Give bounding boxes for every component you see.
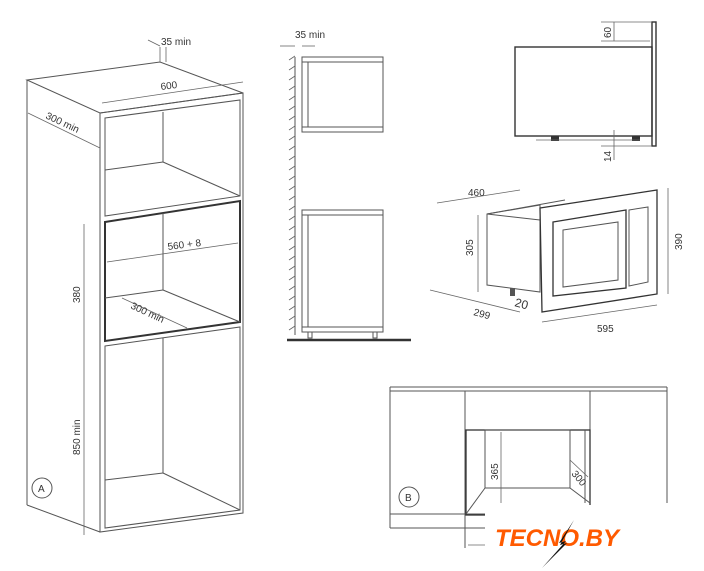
dim-total-height-label: 390 [674, 233, 685, 250]
dim-opening-depth-label: 300 min [129, 301, 166, 326]
dim-opening-height-label: 380 [72, 286, 83, 303]
dim-depth-label: 300 min [44, 111, 81, 136]
dim-opening-height-b-label: 365 [490, 463, 501, 480]
dim-wall-gap-label: 35 min [295, 30, 325, 41]
tecno-by-logo: TECNO.BY [495, 525, 621, 552]
dim-top-gap-label: 35 min [161, 37, 191, 48]
marker-a: A [38, 484, 45, 495]
dim-total-width-label: 595 [597, 324, 614, 335]
dim-body-height-label: 305 [465, 239, 476, 256]
dim-body-depth-label: 299 [472, 307, 491, 322]
appliance-perspective [429, 188, 669, 323]
marker-b: B [405, 493, 412, 504]
dim-bottom-offset-label: 14 [603, 150, 614, 162]
appliance-side-view [514, 21, 657, 160]
dim-top-offset-label: 60 [603, 26, 614, 38]
side-section [280, 45, 411, 342]
drawing-a-cabinet [25, 39, 244, 535]
dim-frame-depth-label: 20 [513, 295, 530, 312]
dim-opening-width-label: 560 + 8 [167, 238, 202, 253]
dim-depth-label: 460 [468, 188, 485, 199]
dim-width-label: 600 [160, 80, 178, 93]
dim-base-height-label: 850 min [72, 419, 83, 455]
